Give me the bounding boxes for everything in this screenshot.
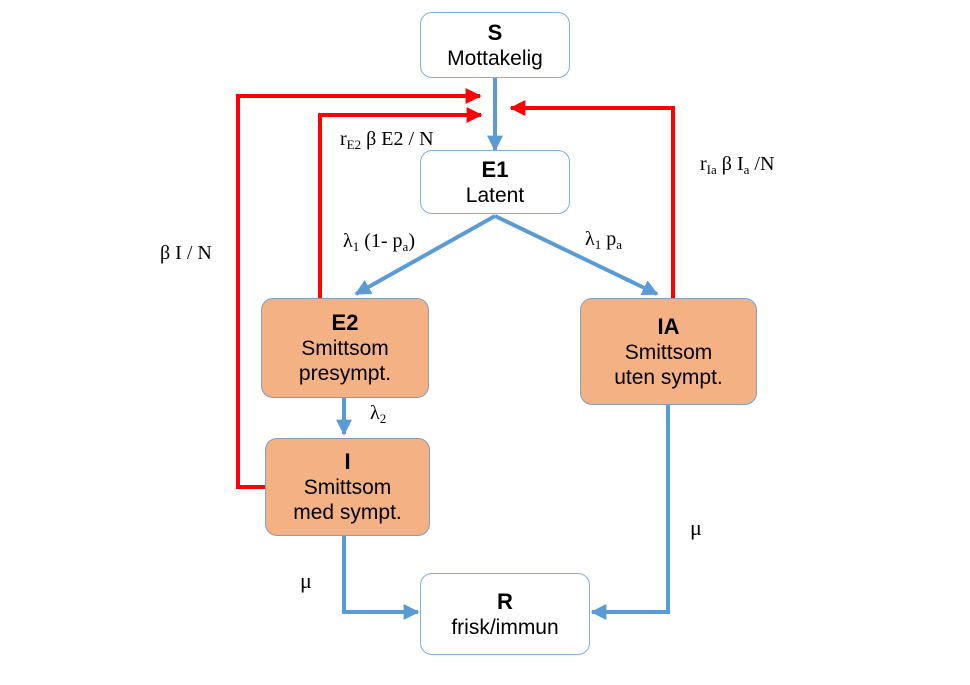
node-s: S Mottakelig bbox=[420, 12, 570, 78]
label-infection-ia-sub: Ia bbox=[706, 162, 717, 177]
label-e1-to-e2-rest: ) bbox=[408, 230, 415, 252]
label-e1-to-e2-sub2: a bbox=[402, 239, 409, 254]
arrow-ia-to-r bbox=[590, 405, 670, 620]
label-e1-to-ia-sub: 1 bbox=[594, 237, 602, 252]
node-r-label: frisk/immun bbox=[451, 615, 559, 639]
node-ia-title: IA bbox=[657, 313, 680, 339]
arrow-infection-from-e2 bbox=[318, 107, 483, 298]
node-e2-line2: presympt. bbox=[298, 362, 392, 385]
arrow-infection-from-i bbox=[236, 88, 482, 489]
arrow-infection-from-ia bbox=[509, 100, 675, 298]
arrow-e1-to-ia bbox=[494, 214, 659, 296]
node-e2-title: E2 bbox=[331, 310, 359, 335]
label-infection-e2-sub: E2 bbox=[346, 137, 362, 152]
node-e2-line1: Smittsom bbox=[301, 337, 389, 360]
node-e1: E1 Latent bbox=[420, 150, 570, 214]
label-infection-i-text: β I / N bbox=[160, 242, 212, 264]
label-ia-recovery-sym: μ bbox=[690, 515, 702, 540]
label-infection-e2: rE2 β E2 / N bbox=[340, 128, 434, 153]
label-infection-ia-sub2: a bbox=[743, 162, 750, 177]
label-infection-ia-rest: /N bbox=[749, 153, 775, 175]
label-infection-i: β I / N bbox=[160, 242, 212, 265]
label-e2-to-i: λ2 bbox=[370, 402, 386, 427]
label-infection-ia-mid: β I bbox=[716, 153, 744, 175]
node-ia: IA Smittsom uten sympt. bbox=[580, 298, 757, 405]
label-e1-to-ia: λ1 pa bbox=[585, 228, 622, 253]
node-i-title: I bbox=[344, 449, 351, 474]
label-i-recovery: μ bbox=[300, 568, 312, 594]
arrow-e1-to-e2 bbox=[354, 214, 496, 296]
label-e1-to-e2-sym: λ bbox=[343, 230, 353, 252]
label-e1-to-ia-sub2: a bbox=[616, 237, 622, 252]
node-r: R frisk/immun bbox=[420, 573, 590, 655]
label-e1-to-e2: λ1 (1- pa) bbox=[343, 230, 415, 255]
label-infection-ia-prefix: r bbox=[700, 153, 707, 175]
node-e2: E2 Smittsom presympt. bbox=[261, 298, 429, 398]
node-s-title: S bbox=[487, 19, 503, 45]
label-infection-e2-prefix: r bbox=[340, 128, 347, 150]
node-i-line2: med sympt. bbox=[293, 501, 402, 524]
node-s-label: Mottakelig bbox=[447, 46, 543, 70]
label-e2-to-i-sub: 2 bbox=[379, 411, 387, 426]
node-r-title: R bbox=[497, 588, 513, 614]
label-e1-to-e2-mid: (1- p bbox=[359, 230, 403, 252]
node-ia-line2: uten sympt. bbox=[614, 365, 723, 389]
node-i-line1: Smittsom bbox=[303, 476, 392, 499]
label-e1-to-e2-sub: 1 bbox=[352, 239, 360, 254]
arrow-i-to-r bbox=[342, 536, 420, 620]
label-ia-recovery: μ bbox=[690, 515, 702, 541]
label-e1-to-ia-sym: λ bbox=[585, 228, 595, 250]
label-e1-to-ia-mid: p bbox=[601, 228, 617, 250]
label-infection-ia: rIa β Ia /N bbox=[700, 153, 774, 178]
label-i-recovery-sym: μ bbox=[300, 568, 312, 593]
node-i: I Smittsom med sympt. bbox=[265, 438, 430, 536]
node-e1-label: Latent bbox=[465, 183, 525, 207]
node-e1-title: E1 bbox=[481, 156, 509, 182]
node-ia-line1: Smittsom bbox=[624, 340, 713, 364]
label-e2-to-i-sym: λ bbox=[370, 402, 380, 424]
label-infection-e2-rest: β E2 / N bbox=[361, 128, 434, 150]
